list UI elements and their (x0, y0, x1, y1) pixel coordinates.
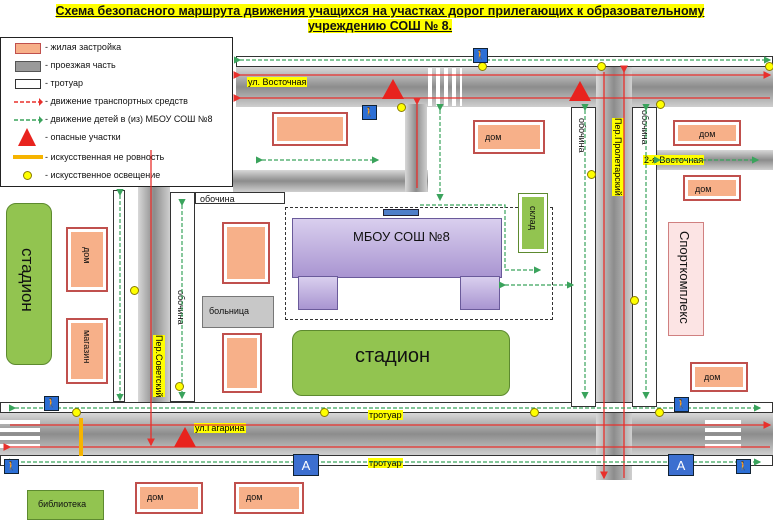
bus-stop-icon: А (668, 454, 694, 476)
legend-row-traffic: - движение транспортных средств (1, 94, 234, 110)
street-light-icon (630, 296, 639, 305)
street-light-icon (320, 408, 329, 417)
legend: - жилая застройка - проезжая часть - тро… (0, 37, 233, 187)
house-top-right: дом (473, 120, 545, 154)
legend-house-swatch (15, 43, 41, 54)
street-light-icon (397, 103, 406, 112)
house-center-1 (222, 222, 270, 284)
label-trotuar-top: тротуар (368, 410, 403, 420)
house-top-center (272, 112, 348, 146)
house-right-1: дом (673, 120, 741, 146)
house-right-2: дом (683, 175, 741, 201)
pedestrian-crossing-sign-icon: 🚶 (44, 396, 59, 411)
pedestrian-crossing-sign-icon: 🚶 (736, 459, 751, 474)
shoulder-top (195, 192, 285, 204)
street-light-icon (478, 62, 487, 71)
street-light-icon (655, 408, 664, 417)
label-sovetsky: Пер.Советский (153, 335, 165, 398)
school-entrance (383, 209, 419, 216)
house-right-3: дом (690, 362, 748, 392)
road-gagarina (0, 413, 773, 455)
stadium-left: стадион (6, 203, 52, 365)
green-arrow-icon (14, 116, 43, 124)
pedestrian-crossing-sign-icon: 🚶 (4, 459, 19, 474)
hospital: больница (202, 296, 274, 328)
legend-walk-swatch (15, 79, 41, 89)
page-title: Схема безопасного маршрута движения учащ… (55, 4, 705, 33)
street-light-icon (175, 382, 184, 391)
road-connector (233, 170, 428, 192)
street-light-icon (765, 62, 773, 71)
school-wing-right (460, 276, 500, 310)
label-proletarsky: Пер.Пролетарский (612, 118, 624, 196)
stadium-center: стадион (292, 330, 510, 396)
speed-bump-icon (13, 155, 43, 159)
house-bottom-1: дом (135, 482, 203, 514)
sport-complex: Спорткомплекс (668, 222, 704, 336)
house-bottom-2: дом (234, 482, 304, 514)
children-arrow (420, 204, 542, 274)
school-territory (285, 207, 553, 320)
warning-triangle-icon (382, 79, 404, 99)
street-light-icon (23, 171, 32, 180)
legend-row-danger: - опасные участки (1, 128, 234, 146)
legend-row-house: - жилая застройка (1, 40, 234, 56)
warehouse: склад (518, 193, 548, 253)
school-wing-left (298, 276, 338, 310)
street-light-icon (587, 170, 596, 179)
warning-triangle-icon (569, 81, 591, 101)
label-vostochnaya: ул. Восточная (247, 77, 308, 87)
legend-road-swatch (15, 61, 41, 72)
bus-stop-icon: А (293, 454, 319, 476)
street-light-icon (130, 286, 139, 295)
street-light-icon (530, 408, 539, 417)
pedestrian-crossing-sign-icon: 🚶 (674, 397, 689, 412)
street-light-icon (597, 62, 606, 71)
school-building: МБОУ СОШ №8 (292, 218, 502, 278)
pedestrian-crossing-sign-icon: 🚶 (473, 48, 488, 63)
speed-bump-icon (79, 418, 83, 456)
library: библиотека (27, 490, 104, 520)
street-light-icon (656, 100, 665, 109)
legend-row-children: - движение детей в (из) МБОУ СОШ №8 (1, 112, 234, 128)
road-connector-vertical (405, 104, 427, 192)
legend-row-uneven: - иcкусственная не ровность (1, 150, 234, 166)
house-center-2 (222, 333, 262, 393)
warning-triangle-icon (174, 427, 196, 447)
house-left-1: дом (66, 227, 108, 292)
pedestrian-crossing-sign-icon: 🚶 (362, 105, 377, 120)
red-arrow-icon (14, 98, 43, 106)
label-gagarina: ул.Гагарина (194, 423, 246, 433)
label-obochina-top: обочина (200, 194, 235, 204)
shop: магазин (66, 318, 108, 384)
legend-row-walk: - тротуар (1, 76, 234, 92)
legend-row-light: - искусственное освещение (1, 168, 234, 184)
warning-triangle-icon (18, 128, 36, 146)
street-light-icon (72, 408, 81, 417)
legend-row-road: - проезжая часть (1, 58, 234, 74)
